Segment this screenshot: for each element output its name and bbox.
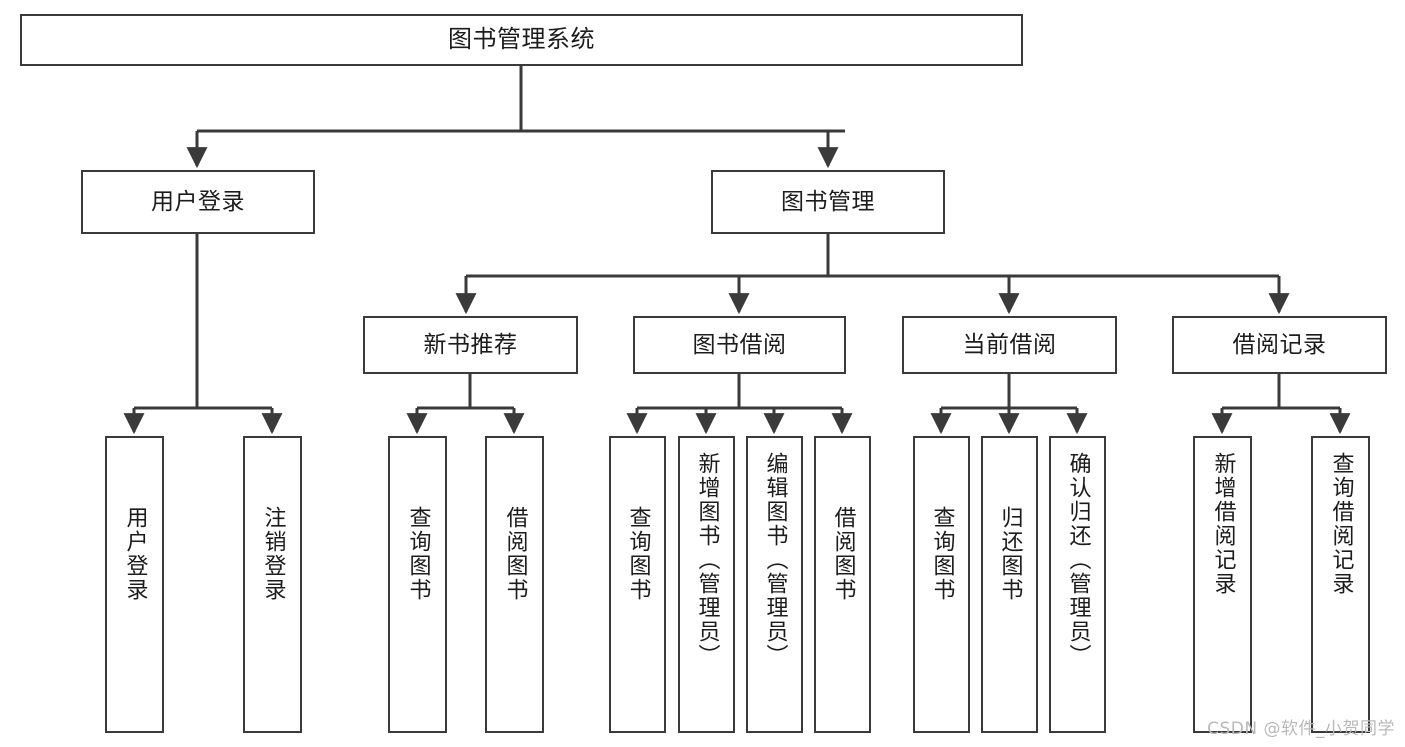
node-leaf-confirm-return-admin[interactable]: 确认归还（管理员） <box>1049 436 1106 733</box>
node-root[interactable]: 图书管理系统 <box>20 14 1023 66</box>
node-leaf-user-login-label: 用户登录 <box>122 506 148 602</box>
node-leaf-borrow-book-2-label: 借阅图书 <box>830 506 856 602</box>
node-borrow-record-label: 借阅记录 <box>1232 331 1327 358</box>
node-leaf-query-book-2[interactable]: 查询图书 <box>609 436 666 733</box>
node-borrow-record[interactable]: 借阅记录 <box>1172 316 1387 374</box>
node-user-login[interactable]: 用户登录 <box>81 170 315 234</box>
node-leaf-query-borrow-record[interactable]: 查询借阅记录 <box>1311 436 1370 733</box>
node-leaf-add-borrow-record[interactable]: 新增借阅记录 <box>1193 436 1252 733</box>
node-current-borrow[interactable]: 当前借阅 <box>902 316 1117 374</box>
node-leaf-return-book-label: 归还图书 <box>997 506 1023 602</box>
node-leaf-add-book-admin-label: 新增图书（管理员） <box>694 452 720 668</box>
node-book-manage[interactable]: 图书管理 <box>711 170 945 234</box>
node-current-borrow-label: 当前借阅 <box>962 331 1057 358</box>
node-leaf-return-book[interactable]: 归还图书 <box>981 436 1038 733</box>
node-leaf-edit-book-admin-label: 编辑图书（管理员） <box>762 452 788 668</box>
node-leaf-confirm-return-admin-label: 确认归还（管理员） <box>1065 452 1091 668</box>
node-leaf-logout-login[interactable]: 注销登录 <box>243 436 302 733</box>
node-new-book-recommend-label: 新书推荐 <box>423 331 518 358</box>
node-leaf-borrow-book-1[interactable]: 借阅图书 <box>485 436 544 733</box>
node-leaf-query-book-1-label: 查询图书 <box>405 506 431 602</box>
node-leaf-logout-login-label: 注销登录 <box>260 506 286 602</box>
node-leaf-query-book-3-label: 查询图书 <box>929 506 955 602</box>
node-leaf-query-book-1[interactable]: 查询图书 <box>388 436 447 733</box>
node-leaf-query-book-3[interactable]: 查询图书 <box>913 436 970 733</box>
watermark: CSDN @软件_小贺同学 <box>1207 719 1395 739</box>
node-leaf-add-borrow-record-label: 新增借阅记录 <box>1210 452 1236 596</box>
node-book-manage-label: 图书管理 <box>781 188 875 215</box>
node-leaf-add-book-admin[interactable]: 新增图书（管理员） <box>678 436 735 733</box>
node-leaf-borrow-book-1-label: 借阅图书 <box>502 506 528 602</box>
node-leaf-edit-book-admin[interactable]: 编辑图书（管理员） <box>746 436 803 733</box>
node-leaf-query-book-2-label: 查询图书 <box>625 506 651 602</box>
node-book-borrow-label: 图书借阅 <box>692 331 787 358</box>
node-root-label: 图书管理系统 <box>448 25 595 54</box>
node-leaf-user-login[interactable]: 用户登录 <box>105 436 164 733</box>
node-leaf-borrow-book-2[interactable]: 借阅图书 <box>814 436 871 733</box>
node-leaf-query-borrow-record-label: 查询借阅记录 <box>1328 452 1354 596</box>
node-user-login-label: 用户登录 <box>151 188 245 215</box>
node-new-book-recommend[interactable]: 新书推荐 <box>363 316 578 374</box>
node-book-borrow[interactable]: 图书借阅 <box>633 316 846 374</box>
